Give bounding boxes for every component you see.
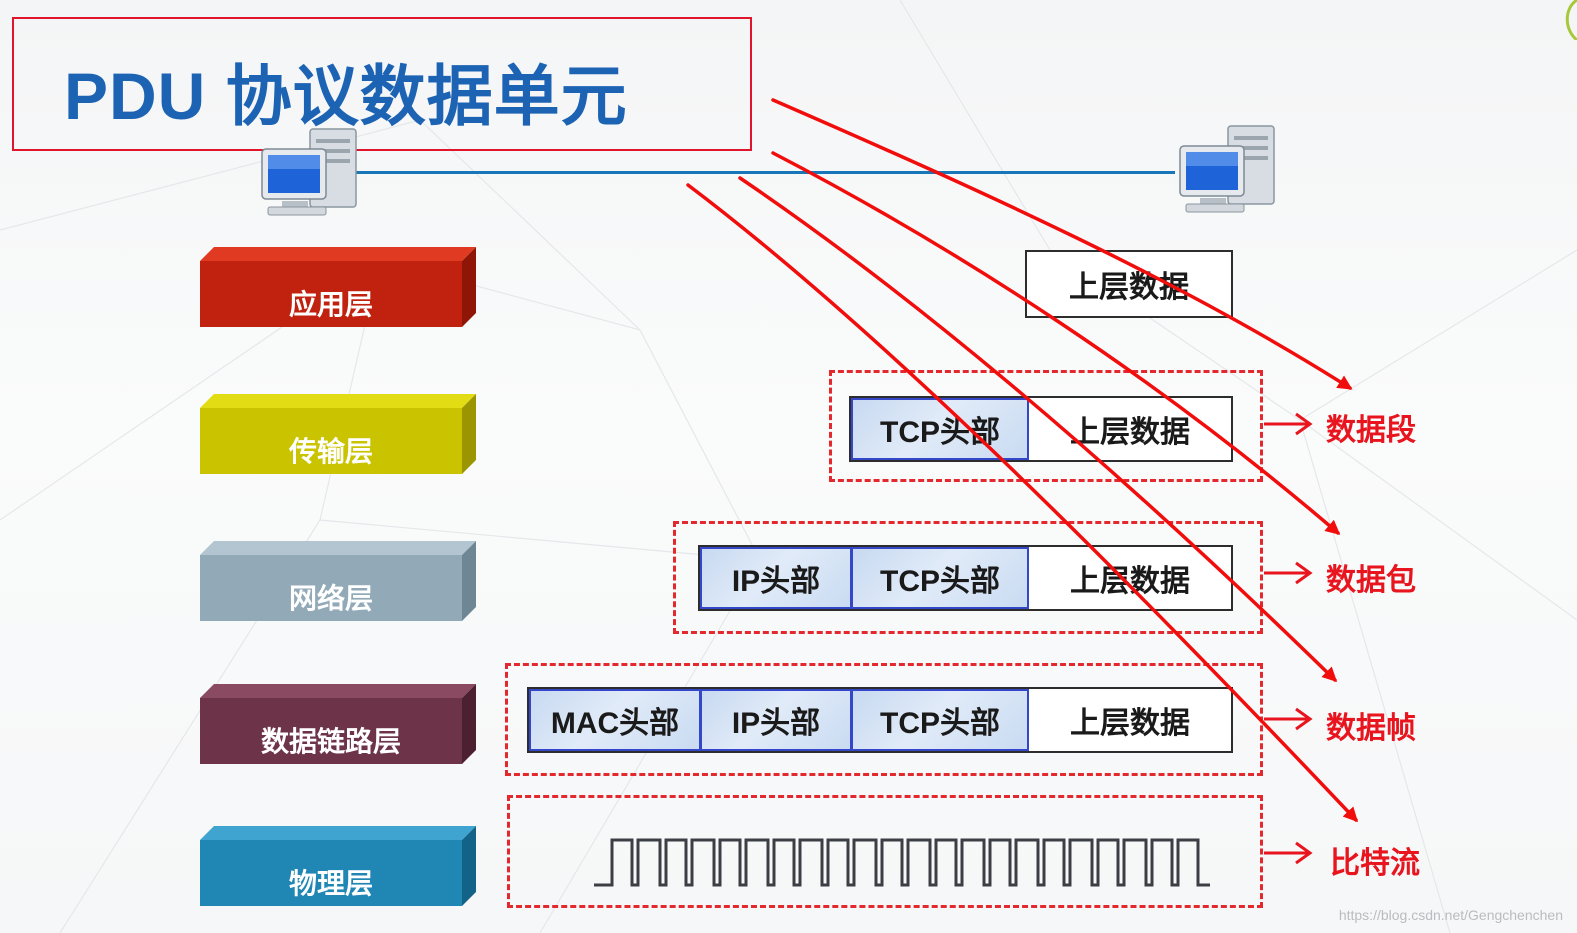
pdu-label-bitstream: 比特流: [1330, 847, 1420, 880]
tcp-header-cell: TCP头部: [851, 689, 1029, 751]
layer-transport: 传输层: [200, 394, 476, 474]
watermark: https://blog.csdn.net/Gengchenchen: [1338, 907, 1563, 923]
layer-physical: 物理层: [200, 826, 476, 906]
layer-application: 应用层: [200, 247, 476, 327]
annotation-arrow-1: [771, 98, 1353, 390]
ip-header-cell: IP头部: [700, 689, 852, 751]
annotation-arrow-3: [738, 176, 1338, 683]
pdu-label-packet: 数据包: [1326, 564, 1416, 597]
label-arrowhead-segment: [1295, 412, 1313, 436]
corner-decoration: [1565, 0, 1577, 40]
bitstream-waveform: [594, 838, 1210, 887]
bitstream-dashed-box: [507, 795, 1263, 908]
upper-data-cell: 上层数据: [1029, 547, 1231, 609]
label-arrowhead-frame: [1295, 707, 1313, 731]
network-link-line: [355, 171, 1175, 174]
annotation-arrow-2: [771, 151, 1341, 535]
label-arrowhead-bitstream: [1295, 841, 1313, 865]
layer-block-shape: [200, 247, 476, 327]
layer-label: 物理层: [288, 868, 373, 899]
layer-network: 网络层: [200, 541, 476, 621]
upper-data-cell: 上层数据: [1029, 689, 1231, 751]
layer-label: 网络层: [288, 583, 373, 614]
layer-block-shape: [200, 541, 476, 621]
layer-block-shape: [200, 826, 476, 906]
layer-block-shape: [200, 394, 476, 474]
computer-icon-left: [261, 128, 357, 216]
layer-label: 应用层: [288, 289, 373, 320]
pdu-label-frame: 数据帧: [1326, 712, 1416, 745]
page-title: PDU 协议数据单元: [64, 59, 628, 133]
annotation-arrow-4: [686, 183, 1359, 823]
datalink-pdu: MAC头部 IP头部 TCP头部 上层数据: [527, 687, 1233, 753]
layer-label: 数据链路层: [260, 726, 401, 757]
segment-dashed-box: [829, 370, 1263, 482]
ip-header-cell: IP头部: [700, 547, 852, 609]
title-box: PDU 协议数据单元: [12, 17, 752, 151]
packet-dashed-box: [673, 521, 1263, 634]
tcp-header-cell: TCP头部: [851, 547, 1029, 609]
layer-datalink: 数据链路层: [200, 684, 476, 764]
pdu-label-segment: 数据段: [1326, 414, 1416, 447]
layer-label: 传输层: [288, 436, 373, 467]
layer-block-shape: [200, 684, 476, 764]
label-arrowhead-packet: [1295, 561, 1313, 585]
computer-icon-right: [1179, 125, 1275, 213]
